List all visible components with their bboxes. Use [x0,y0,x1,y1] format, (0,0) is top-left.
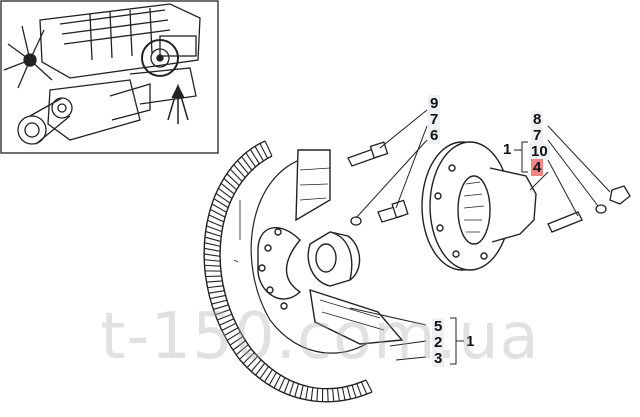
callout-7[interactable]: 7 [428,111,441,128]
gear-tooth [245,152,256,168]
gear-tooth [254,146,264,162]
leader-lines [349,109,611,365]
gear-tooth [215,309,231,316]
gear-tooth [310,387,314,401]
gear-tooth [351,384,357,398]
callout-9[interactable]: 9 [428,95,441,112]
gear-tooth [204,247,221,252]
gear-tooth [208,214,225,223]
gear-tooth [336,387,340,401]
gear-tooth [365,379,373,393]
hub-flange [421,141,537,271]
callout-7-right[interactable]: 7 [531,127,544,144]
gear-tooth [229,335,244,346]
gear-tooth [205,230,222,238]
gear-tooth [246,355,259,368]
gear-tooth [204,242,221,247]
gear-tooth [249,149,260,165]
gear-tooth [273,374,282,389]
gear-tooth [316,388,319,402]
gear-tooth [294,383,299,398]
gear-tooth [237,160,249,175]
gear-tooth [210,208,226,218]
gear-tooth [229,168,243,182]
gear-tooth [204,253,221,257]
callout-2[interactable]: 2 [432,334,445,351]
gear-tooth [220,182,235,195]
gear-tooth [206,280,223,283]
gear-tooth [235,344,249,356]
gear-tooth [226,331,241,341]
gear-tooth [233,164,246,178]
group-bottom-label: 1 [466,333,475,350]
gear-tooth [242,352,255,364]
gear-tooth [213,304,229,310]
callout-8[interactable]: 8 [531,111,544,128]
gear-tooth [305,386,309,400]
gear-tooth [215,192,231,204]
gear-tooth [331,388,335,402]
gear-tooth [259,143,269,159]
gear-tooth [217,313,233,321]
gear-tooth [204,264,221,267]
gear-tooth [211,203,227,213]
gear-tooth [341,387,346,401]
gear-tooth [278,377,286,391]
gear-tooth [218,187,233,199]
gear-tooth [207,285,224,289]
gear-tooth [208,290,225,294]
gear-tooth [241,156,253,171]
fan-icon [3,25,53,89]
callout-6[interactable]: 6 [428,127,441,144]
gear-tooth [268,372,277,386]
gear-tooth [283,379,290,394]
spacer-ring [307,231,361,287]
flywheel [203,140,404,403]
gear-tooth [206,225,223,233]
gear-tooth [356,383,362,397]
callout-10[interactable]: 10 [529,143,550,160]
gear-tooth [264,369,273,383]
gear-tooth [264,140,273,157]
gear-tooth [226,173,240,186]
gear-tooth [259,366,269,379]
gear-tooth [204,236,221,242]
gear-tooth [250,359,262,372]
gear-tooth [221,322,237,331]
gear-tooth [232,340,246,351]
gear-tooth [211,299,228,305]
group-right-label: 1 [503,141,512,158]
gear-tooth [327,388,329,402]
callout-3[interactable]: 3 [432,350,445,367]
callout-4-highlighted[interactable]: 4 [531,159,544,176]
gear-tooth [346,386,352,400]
gear-tooth [219,318,235,326]
ring-gear-teeth [204,140,373,402]
gear-tooth [299,385,304,399]
gear-tooth [239,348,252,360]
gear-tooth [207,219,224,228]
gear-tooth [255,362,266,376]
gear-tooth [288,381,295,396]
engine-inset [0,0,219,154]
callout-5[interactable]: 5 [432,318,445,335]
gear-tooth [360,381,368,395]
gear-tooth [213,198,229,209]
gear-tooth [223,178,238,191]
gear-tooth [204,259,221,262]
gear-tooth [224,327,239,336]
gear-tooth [209,294,226,300]
